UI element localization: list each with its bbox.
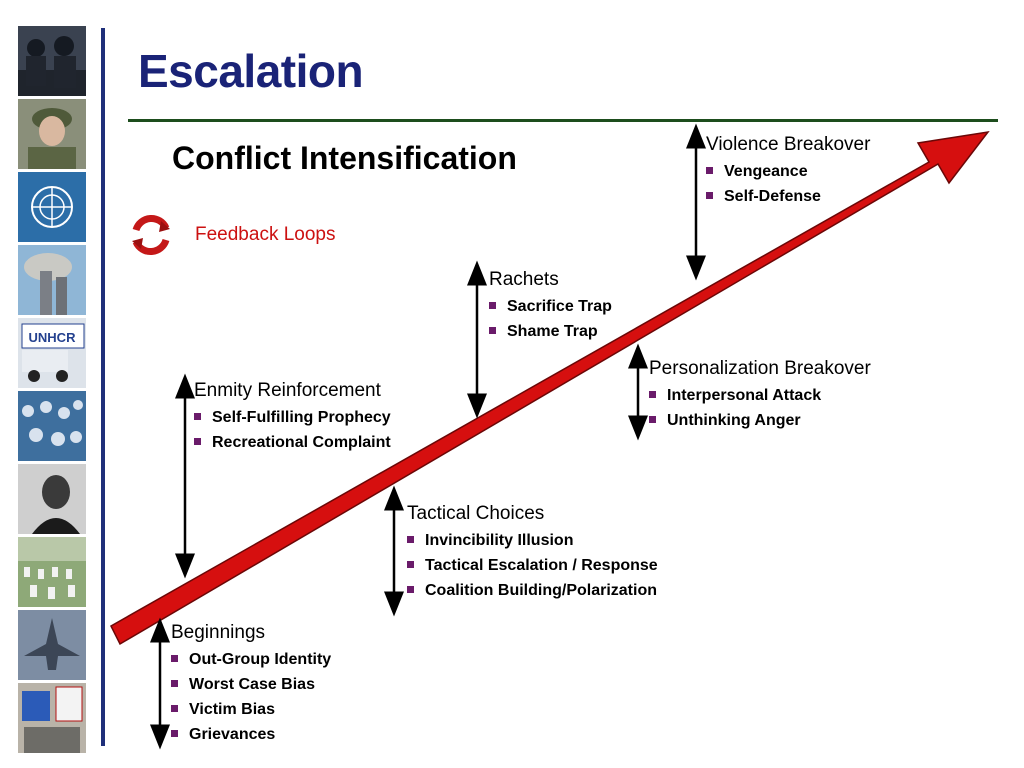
soldier-photo bbox=[18, 99, 86, 169]
stage-title: Violence Breakover bbox=[706, 134, 871, 155]
unhcr-truck-photo: UNHCR bbox=[18, 318, 86, 388]
stage-title: Tactical Choices bbox=[407, 503, 545, 524]
stage-item: Shame Trap bbox=[489, 319, 612, 344]
stage-item: Worst Case Bias bbox=[171, 672, 331, 697]
stage-item: Victim Bias bbox=[171, 697, 331, 722]
stage-item: Grievances bbox=[171, 722, 331, 747]
stage-title: Beginnings bbox=[171, 622, 266, 643]
stage-personalization-breakover: Personalization Breakover Interpersonal … bbox=[649, 357, 871, 433]
protest-signs-photo bbox=[18, 683, 86, 753]
slide-subtitle: Conflict Intensification bbox=[172, 140, 517, 176]
riot-police-photo bbox=[18, 26, 86, 96]
stage-item: Invincibility Illusion bbox=[407, 528, 658, 553]
stage-item-label: Unthinking Anger bbox=[667, 412, 801, 429]
bullet-square-icon bbox=[649, 416, 656, 424]
stage-item-label: Self-Defense bbox=[724, 188, 821, 205]
stage-item-label: Vengeance bbox=[724, 163, 808, 180]
photo-strip: UNHCR bbox=[18, 26, 86, 756]
stage-item-label: Interpersonal Attack bbox=[667, 387, 822, 404]
stage-item-label: Grievances bbox=[189, 726, 276, 743]
bullet-square-icon bbox=[194, 438, 201, 446]
bullet-square-icon bbox=[171, 655, 178, 663]
bullet-square-icon bbox=[194, 413, 201, 421]
stage-item-label: Coalition Building/Polarization bbox=[425, 582, 657, 599]
bullet-square-icon bbox=[171, 730, 178, 738]
bullet-square-icon bbox=[489, 302, 496, 310]
stage-item-label: Victim Bias bbox=[189, 701, 275, 718]
jet-photo bbox=[18, 610, 86, 680]
stage-item-label: Self-Fulfilling Prophecy bbox=[212, 409, 391, 426]
stage-item-label: Shame Trap bbox=[507, 323, 598, 340]
title-rule bbox=[128, 119, 998, 122]
stage-item-label: Sacrifice Trap bbox=[507, 298, 612, 315]
stage-item: Self-Fulfilling Prophecy bbox=[194, 405, 391, 430]
cemetery-photo bbox=[18, 537, 86, 607]
tower-smoke-photo bbox=[18, 245, 86, 315]
stage-item: Recreational Complaint bbox=[194, 430, 391, 455]
un-emblem-photo bbox=[18, 172, 86, 242]
stage-item: Self-Defense bbox=[706, 184, 870, 209]
refugees-photo bbox=[18, 391, 86, 461]
stage-item-label: Out-Group Identity bbox=[189, 651, 332, 668]
bullet-square-icon bbox=[407, 561, 414, 569]
stage-item-label: Worst Case Bias bbox=[189, 676, 315, 693]
bullet-square-icon bbox=[171, 680, 178, 688]
stage-title: Personalization Breakover bbox=[649, 358, 871, 379]
bullet-square-icon bbox=[407, 586, 414, 594]
bullet-square-icon bbox=[649, 391, 656, 399]
bullet-square-icon bbox=[171, 705, 178, 713]
stage-item-label: Tactical Escalation / Response bbox=[425, 557, 658, 574]
feedback-loop-icon bbox=[132, 215, 170, 255]
feedback-loops-label: Feedback Loops bbox=[195, 224, 336, 245]
stage-item: Sacrifice Trap bbox=[489, 294, 612, 319]
bullet-square-icon bbox=[407, 536, 414, 544]
stage-item: Unthinking Anger bbox=[649, 408, 871, 433]
stage-item: Coalition Building/Polarization bbox=[407, 578, 658, 603]
stage-item: Tactical Escalation / Response bbox=[407, 553, 658, 578]
slide-title: Escalation bbox=[138, 45, 364, 97]
stage-item: Out-Group Identity bbox=[171, 647, 331, 672]
stage-title: Rachets bbox=[489, 269, 559, 290]
stage-title: Enmity Reinforcement bbox=[194, 380, 381, 401]
bullet-square-icon bbox=[489, 327, 496, 335]
speaker-photo bbox=[18, 464, 86, 534]
stage-enmity-reinforcement: Enmity Reinforcement Self-Fulfilling Pro… bbox=[194, 379, 391, 455]
stage-item: Interpersonal Attack bbox=[649, 383, 871, 408]
stage-item: Vengeance bbox=[706, 159, 870, 184]
svg-text:UNHCR: UNHCR bbox=[29, 330, 77, 345]
bullet-square-icon bbox=[706, 192, 713, 200]
escalation-arrow bbox=[110, 130, 990, 646]
bullet-square-icon bbox=[706, 167, 713, 175]
stage-item-label: Invincibility Illusion bbox=[425, 532, 574, 549]
accent-vertical-line bbox=[101, 28, 105, 746]
stage-item-label: Recreational Complaint bbox=[212, 434, 391, 451]
